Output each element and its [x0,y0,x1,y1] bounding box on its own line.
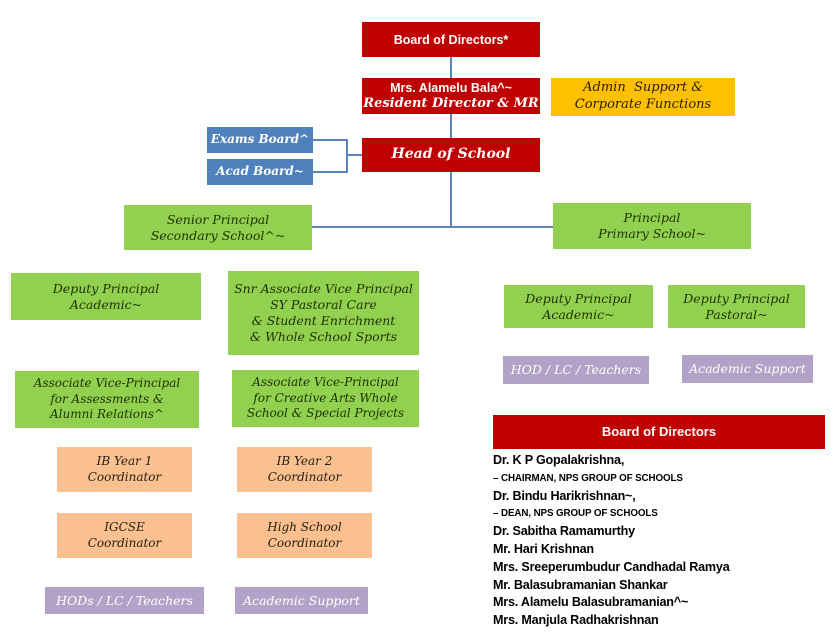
resident-director-role: Resident Director & MR [363,95,539,111]
box-academic-support-secondary: Academic Support [235,587,368,614]
box-high-school-coordinator: High School Coordinator [237,513,372,558]
box-senior-principal-secondary: Senior Principal Secondary School^~ [124,205,312,250]
box-ib-year1-coordinator: IB Year 1 Coordinator [57,447,192,492]
box-deputy-principal-pastoral-primary: Deputy Principal Pastoral~ [668,285,805,328]
director-role: – DEAN, NPS GROUP OF SCHOOLS [493,508,658,520]
box-board-of-directors: Board of Directors* [362,22,540,57]
deputy-academic-primary-label: Deputy Principal Academic~ [525,290,632,322]
academic-support-secondary-label: Academic Support [243,592,360,608]
academic-support-primary-label: Academic Support [689,361,806,376]
deputy-academic-secondary-label: Deputy Principal Academic~ [52,280,160,312]
box-admin-support-label: Admin Support & Corporate Functions [574,80,712,112]
high-school-label: High School Coordinator [267,520,342,550]
box-avp-assessments: Associate Vice-Principal for Assessments… [15,371,199,428]
connector-bracket-to-head [348,154,362,156]
box-principal-primary-label: Principal Primary School~ [598,210,706,241]
ib-year2-label: IB Year 2 Coordinator [267,454,342,484]
igcse-label: IGCSE Coordinator [87,520,162,550]
box-exams-board: Exams Board^ [207,127,313,153]
avp-creative-arts-label: Associate Vice-Principal for Creative Ar… [246,375,405,421]
box-deputy-principal-academic-secondary: Deputy Principal Academic~ [11,273,201,320]
box-acad-board-label: Acad Board~ [216,164,304,179]
deputy-pastoral-primary-label: Deputy Principal Pastoral~ [683,290,790,322]
connector-resident-to-head [450,114,452,139]
box-head-of-school: Head of School [362,138,540,172]
box-deputy-principal-academic-primary: Deputy Principal Academic~ [504,285,653,328]
board-list-header-label: Board of Directors [601,423,717,439]
box-exams-board-label: Exams Board^ [210,132,310,147]
box-igcse-coordinator: IGCSE Coordinator [57,513,192,558]
director-name: Dr. Bindu Harikrishnan~, [493,488,636,503]
box-ib-year2-coordinator: IB Year 2 Coordinator [237,447,372,492]
hods-lc-teachers-secondary-label: HODs / LC / Teachers [56,592,193,608]
board-of-directors-list: Dr. K P Gopalakrishna, – CHAIRMAN, NPS G… [493,452,833,630]
resident-director-name: Mrs. Alamelu Bala^~ [390,80,512,95]
director-name: Mr. Hari Krishnan [493,541,594,556]
connector-principals-horizontal [311,226,553,228]
box-principal-primary: Principal Primary School~ [553,203,751,249]
director-name: Mrs. Manjula Radhakrishnan [493,613,659,628]
director-name: Dr. K P Gopalakrishna, [493,453,625,467]
box-academic-support-primary: Academic Support [682,355,813,383]
avp-assessments-label: Associate Vice-Principal for Assessments… [33,376,181,422]
box-acad-board: Acad Board~ [207,159,313,185]
box-board-of-directors-label: Board of Directors* [393,32,509,47]
ib-year1-label: IB Year 1 Coordinator [87,454,162,484]
connector-acad-stub [313,171,348,173]
connector-head-down [450,172,452,227]
board-list-header: Board of Directors [493,415,825,449]
box-snr-associate-vice-principal: Snr Associate Vice Principal SY Pastoral… [228,271,419,355]
hod-lc-teachers-primary-label: HOD / LC / Teachers [510,362,642,377]
box-hod-lc-teachers-primary: HOD / LC / Teachers [503,356,649,384]
director-name: Mrs. Alamelu Balasubramanian^~ [493,595,689,610]
box-avp-creative-arts: Associate Vice-Principal for Creative Ar… [232,370,419,427]
box-senior-principal-label: Senior Principal Secondary School^~ [150,211,286,243]
director-role: – CHAIRMAN, NPS GROUP OF SCHOOLS [493,472,683,484]
director-name: Mrs. Sreeperumbudur Candhadal Ramya [493,559,730,574]
box-admin-support: Admin Support & Corporate Functions [551,78,735,116]
connector-board-to-resident [450,57,452,79]
box-resident-director: Mrs. Alamelu Bala^~ Resident Director & … [362,78,540,114]
director-name: Dr. Sabitha Ramamurthy [493,524,635,539]
box-head-of-school-label: Head of School [391,146,511,163]
snr-associate-vp-label: Snr Associate Vice Principal SY Pastoral… [234,281,413,344]
connector-exams-stub [313,139,348,141]
connector-bracket-vertical [346,139,348,173]
box-hods-lc-teachers-secondary: HODs / LC / Teachers [45,587,204,614]
director-name: Mr. Balasubramanian Shankar [493,577,668,592]
